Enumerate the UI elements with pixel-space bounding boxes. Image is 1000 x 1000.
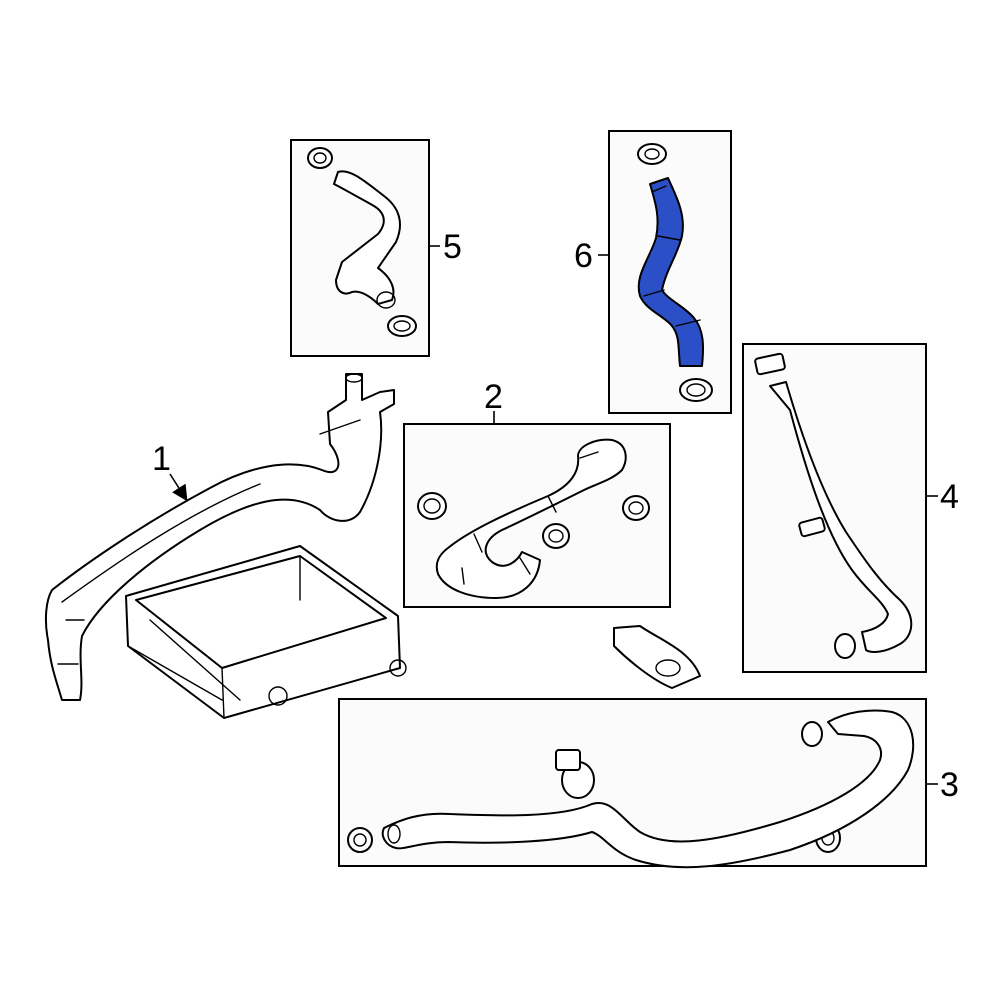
part-3-clamp-left xyxy=(347,827,373,853)
part-3-clamp-top-right xyxy=(801,721,823,747)
part-5-clamp-bottom xyxy=(387,315,417,337)
part-2-clamp-right xyxy=(622,495,650,521)
part-5-hose xyxy=(333,170,401,305)
part-5-group[interactable]: 5 xyxy=(290,139,462,357)
callout-1-label: 1 xyxy=(152,440,171,478)
part-4-clip-top xyxy=(754,352,786,376)
part-6-clamp-top xyxy=(637,143,667,165)
module-assembly xyxy=(125,545,407,719)
part-3-hose xyxy=(381,709,915,869)
part-4-clamp-bottom xyxy=(834,633,856,659)
part-6-box xyxy=(608,130,732,414)
part-6-clamp-bottom xyxy=(679,378,713,402)
part-4-group[interactable]: 4 xyxy=(742,343,959,673)
bracket xyxy=(613,625,701,689)
part-2-clamp-center xyxy=(542,523,570,549)
part-5-clamp-top xyxy=(307,147,333,169)
part-4-clip-middle xyxy=(798,516,826,538)
callout-3-label: 3 xyxy=(940,766,959,804)
callout-4-label: 4 xyxy=(940,478,959,516)
callout-6-label: 6 xyxy=(574,237,593,275)
part-2-clamp-left xyxy=(417,492,447,520)
part-3-clamp-top-center xyxy=(555,749,595,799)
part-1-pipe xyxy=(44,373,395,701)
part-6-group[interactable]: 6 xyxy=(574,130,732,414)
callout-1-leader xyxy=(169,473,188,502)
callout-5-label: 5 xyxy=(443,228,462,266)
part-3-group[interactable]: 3 xyxy=(338,698,959,869)
callout-2-label: 2 xyxy=(484,378,503,416)
part-6-hose xyxy=(637,177,704,367)
part-1-group[interactable]: 1 xyxy=(44,373,395,701)
part-2-hose xyxy=(435,438,627,599)
part-4-hose xyxy=(769,381,913,653)
part-2-group[interactable]: 2 xyxy=(403,378,671,608)
